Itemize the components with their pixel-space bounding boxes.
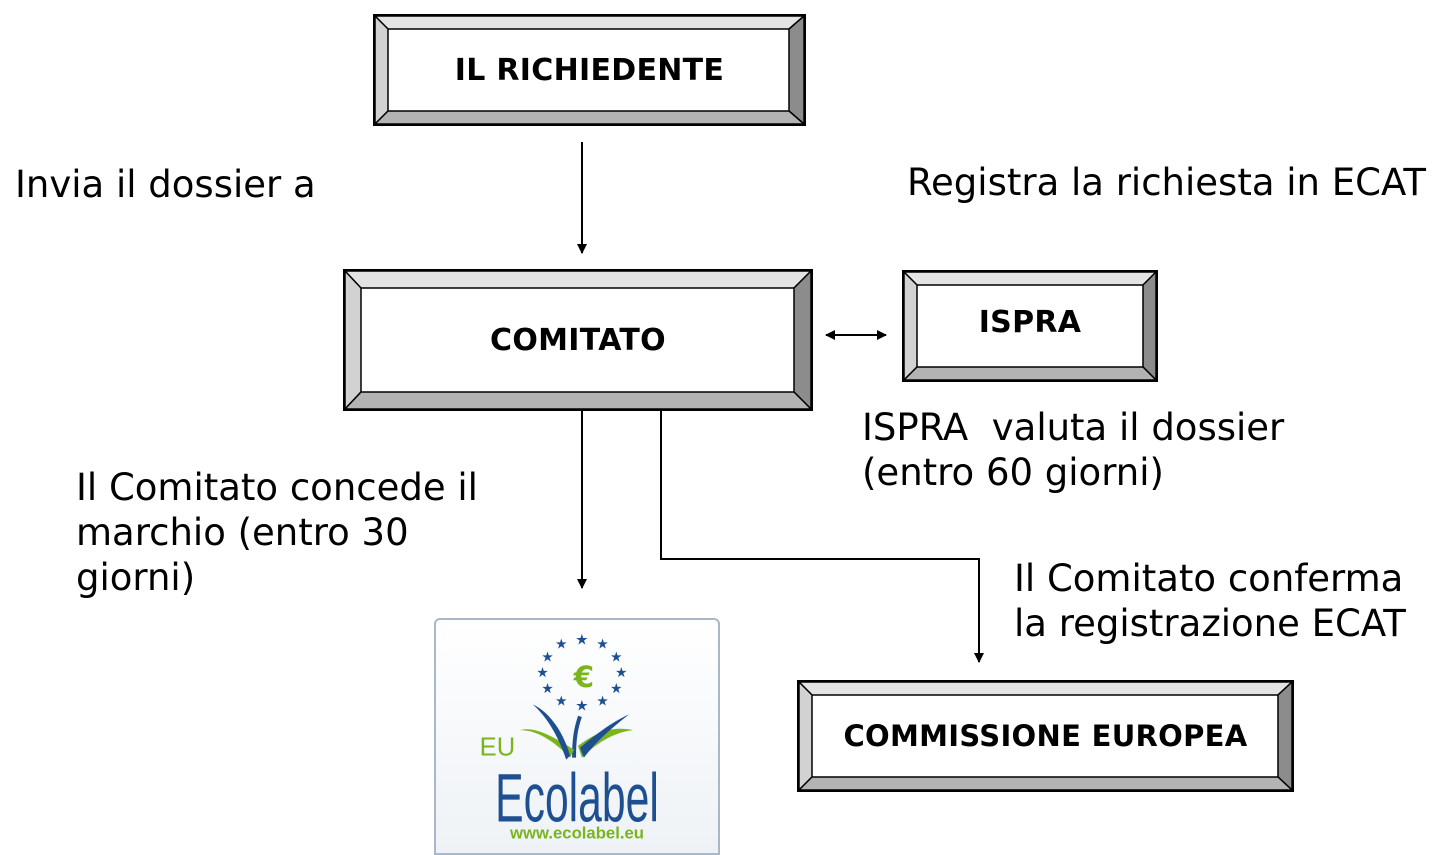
box-richiedente-label: IL RICHIEDENTE	[454, 52, 725, 88]
eu-ecolabel-logo: ★ ★ ★ ★ ★ ★ ★ ★ ★ ★ ★ ★ € EU Ec	[434, 618, 720, 855]
star-ring: ★ ★ ★ ★ ★ ★ ★ ★ ★ ★ ★ ★	[536, 632, 627, 715]
svg-text:★: ★	[555, 637, 567, 653]
arrow-comitato-to-commissione	[660, 398, 984, 663]
box-ispra-label: ISPRA	[978, 304, 1082, 340]
label-conferma-2: la registrazione ECAT	[1014, 602, 1406, 645]
svg-text:★: ★	[596, 694, 608, 710]
svg-text:★: ★	[575, 697, 588, 714]
svg-text:★: ★	[575, 632, 588, 649]
svg-text:★: ★	[596, 637, 608, 653]
box-comitato-label: COMITATO	[490, 322, 666, 358]
box-commissione-label: COMMISSIONE EUROPEA	[843, 719, 1248, 753]
box-comitato: COMITATO	[343, 269, 813, 411]
label-ispra-valuta-1: ISPRA valuta il dossier	[862, 406, 1285, 449]
svg-text:★: ★	[555, 694, 567, 710]
bevel-frame	[373, 14, 807, 126]
bevel-frame	[797, 680, 1294, 792]
logo-url-text: www.ecolabel.eu	[509, 823, 644, 842]
eu-ecolabel-flower-icon: ★ ★ ★ ★ ★ ★ ★ ★ ★ ★ ★ ★ € EU Ec	[480, 632, 659, 843]
svg-text:★: ★	[610, 649, 622, 665]
logo-eu-text: EU	[480, 734, 516, 762]
label-concede-3: giorni)	[76, 556, 196, 599]
label-ispra-valuta-2: (entro 60 giorni)	[862, 451, 1164, 494]
box-commissione-europea: COMMISSIONE EUROPEA	[797, 680, 1294, 792]
svg-text:★: ★	[541, 681, 553, 697]
label-invia-dossier: Invia il dossier a	[15, 163, 316, 206]
bevel-frame	[343, 269, 813, 411]
box-richiedente: IL RICHIEDENTE	[373, 14, 807, 126]
logo-ecolabel-text: Ecolabel	[495, 760, 659, 837]
label-concede-2: marchio (entro 30	[76, 511, 409, 554]
label-registra-ecat: Registra la richiesta in ECAT	[907, 161, 1427, 204]
box-ispra: ISPRA	[902, 270, 1158, 382]
svg-text:★: ★	[610, 681, 622, 697]
euro-symbol: €	[573, 660, 595, 694]
bevel-frame	[902, 270, 1158, 382]
svg-text:★: ★	[541, 649, 553, 665]
label-concede-1: Il Comitato concede il	[76, 466, 478, 509]
svg-text:★: ★	[536, 665, 548, 681]
label-conferma-1: Il Comitato conferma	[1014, 557, 1404, 600]
svg-text:★: ★	[615, 665, 627, 681]
